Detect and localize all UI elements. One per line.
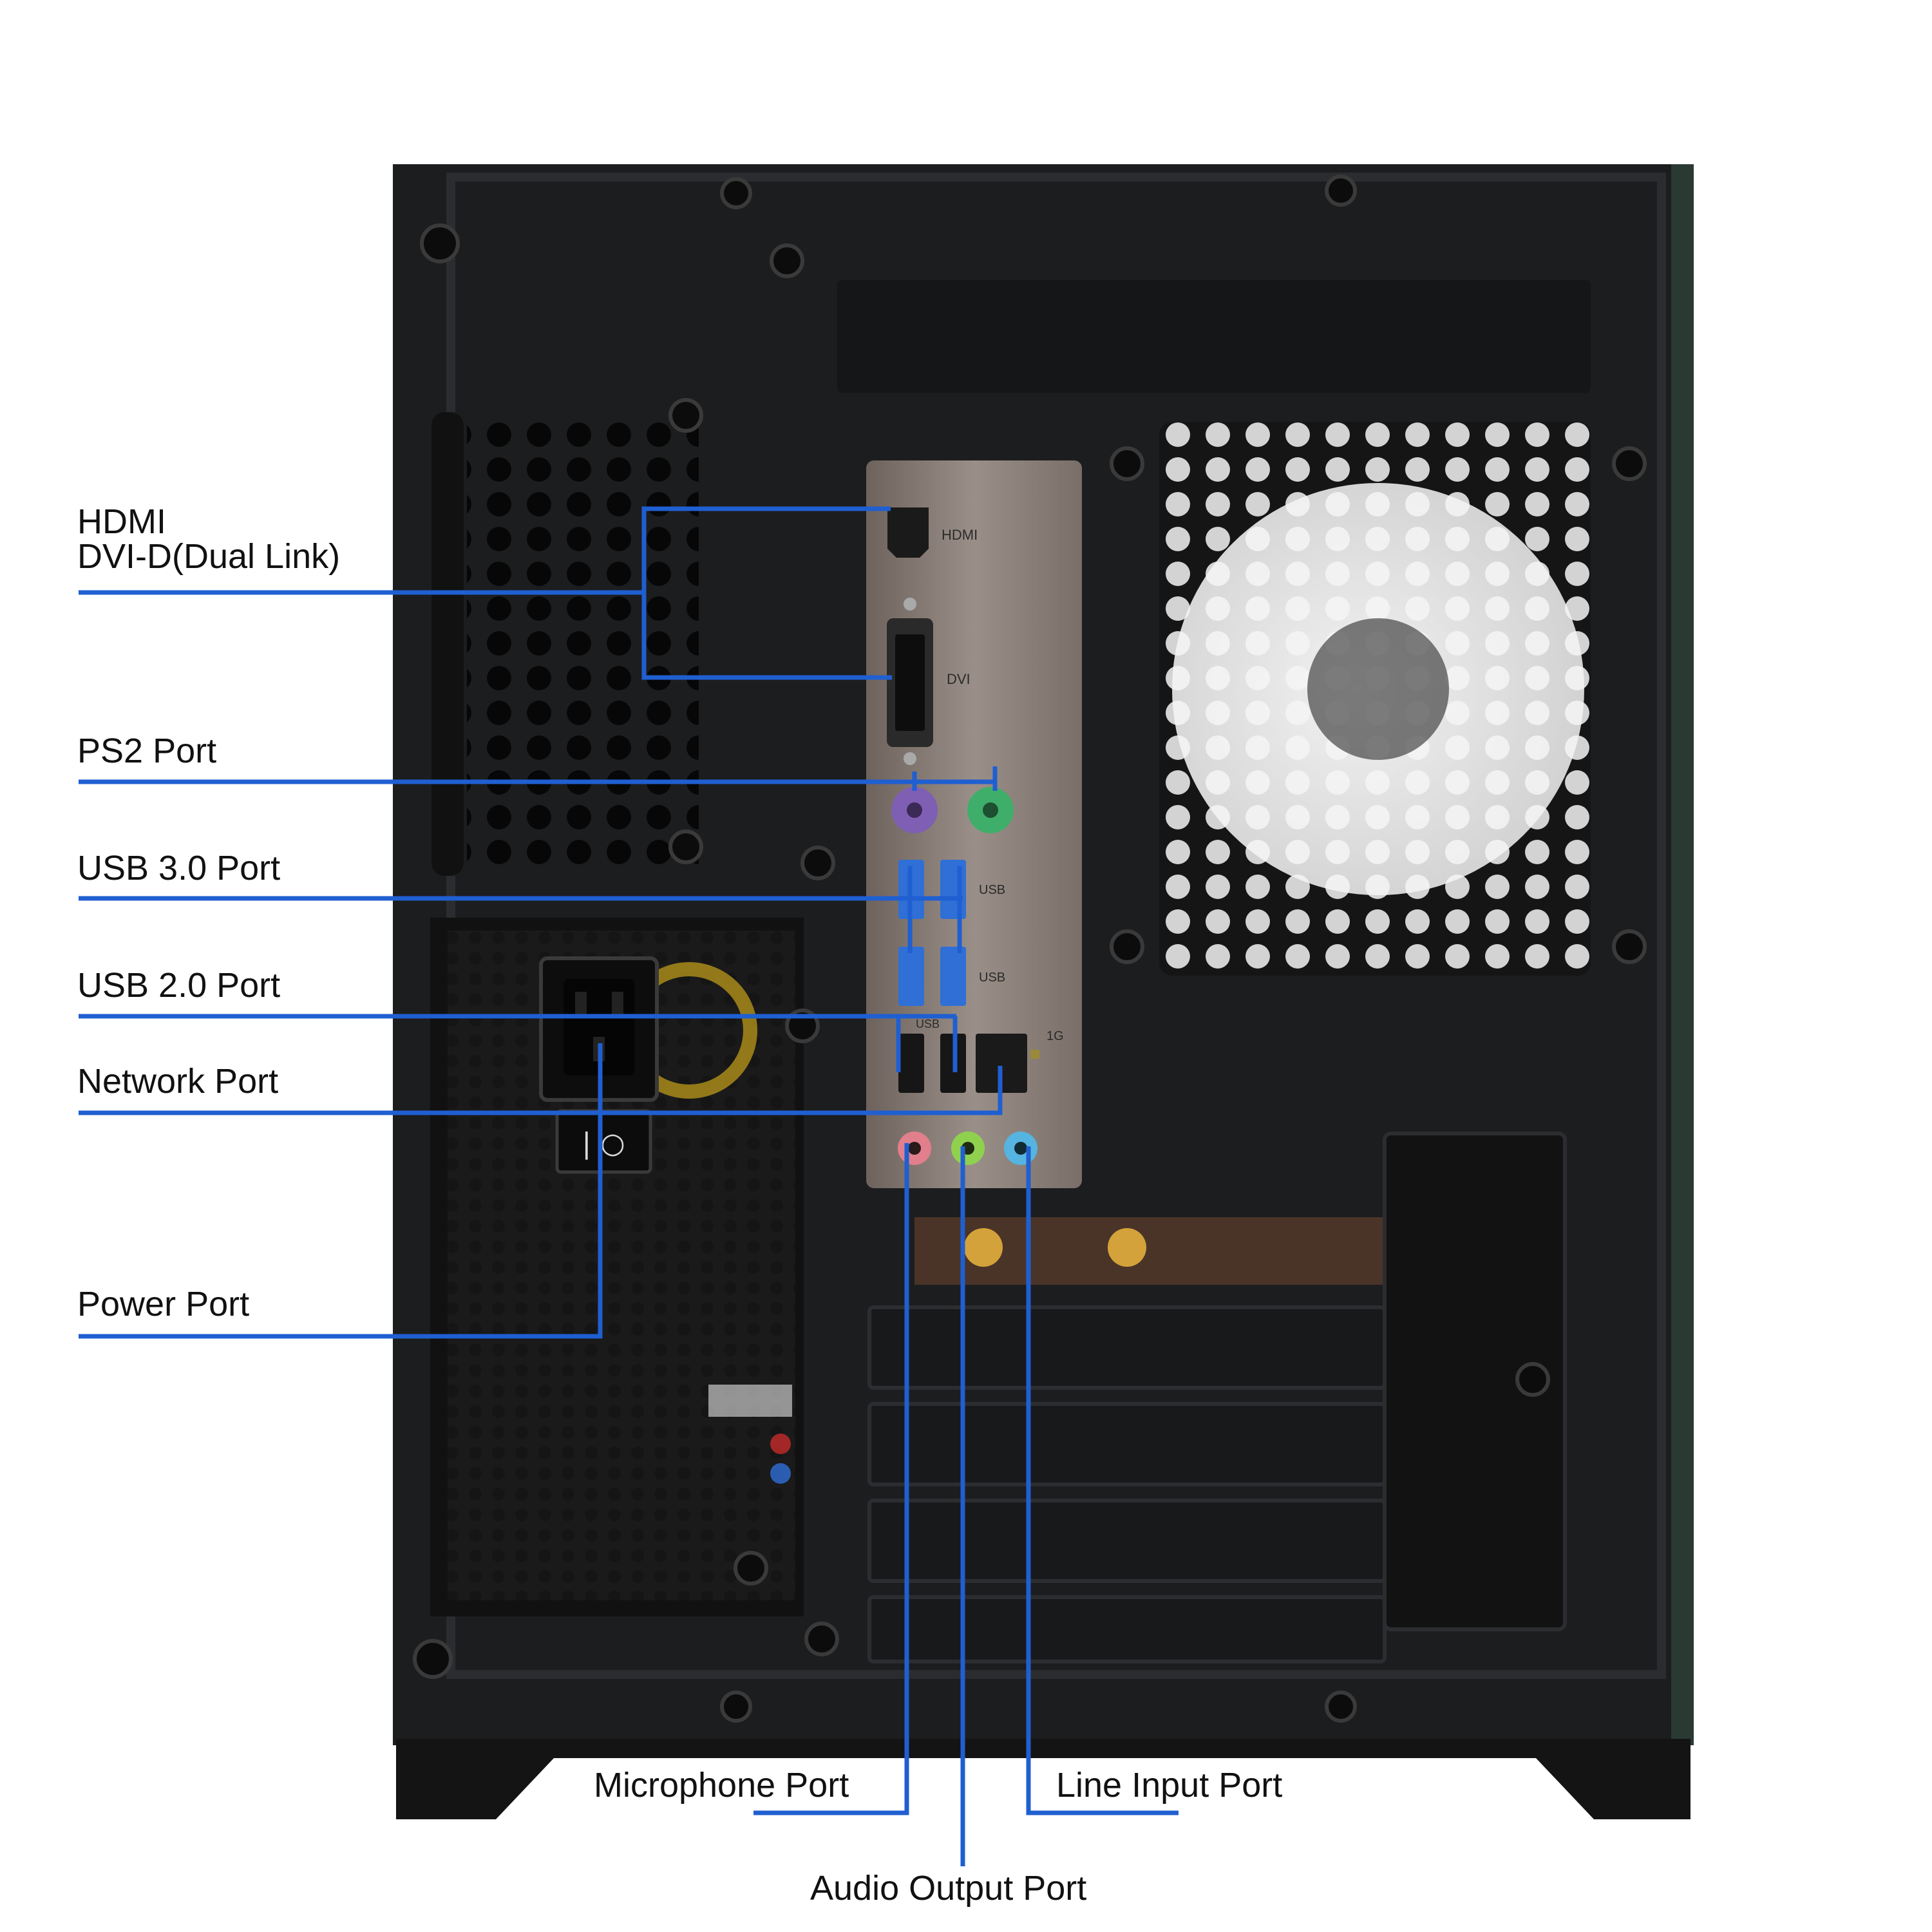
screw-icon [800,846,835,880]
usb2-port-group: USB [898,1018,966,1093]
screw-icon [1612,929,1647,964]
dvi-port: DVI [887,598,971,765]
dvi-screw-top [904,598,916,611]
dvi-port-mark: DVI [947,671,971,687]
screw-icon [804,1622,839,1656]
label-line-input: Line Input Port [1056,1766,1282,1804]
antenna-connector-2 [1108,1228,1146,1267]
labels: HDMI DVI-D(Dual Link) PS2 Port USB 3.0 P… [77,502,1282,1908]
expansion-slots [867,1132,1567,1663]
screw-icon [1612,446,1647,481]
case-foot [396,1739,1690,1819]
screw-icon [720,1690,752,1723]
power-supply: | ○ [430,918,804,1616]
ps2-keyboard-port-center [907,802,922,818]
screws [413,175,1647,1723]
leader-lines [79,506,1179,1866]
fan-hub [1307,618,1449,760]
label-audio-output: Audio Output Port [810,1869,1086,1908]
label-usb2: USB 2.0 Port [77,966,280,1005]
io-shield: HDMI DVI USB USB USB [866,460,1082,1188]
power-socket-pin-1 [575,992,587,1016]
screw-icon [668,829,703,864]
leader-line-microphone [753,1143,909,1815]
label-microphone: Microphone Port [594,1766,849,1804]
usb3-port-3 [898,947,924,1006]
label-power: Power Port [77,1285,249,1323]
slot-cover-4 [867,1595,1387,1663]
hdmi-port-mark: HDMI [942,527,978,543]
label-usb3: USB 3.0 Port [77,849,280,887]
slot-cover-3 [867,1499,1387,1583]
network-port: 1G [976,1029,1064,1093]
hdmi-port: HDMI [887,507,978,558]
screw-icon [734,1551,768,1586]
leader-line-network [79,1066,1003,1115]
psu-blue-accent [770,1463,791,1484]
screw-icon [413,1639,453,1679]
screw-icon [1325,175,1357,207]
label-network: Network Port [77,1062,278,1101]
usb3-port-2 [940,860,966,919]
screw-icon [770,243,804,278]
slot-cover-2 [867,1402,1387,1486]
network-port-body [976,1034,1027,1093]
power-switch-glyphs: | ○ [582,1127,625,1160]
top-slot-cover [837,280,1591,393]
rear-fan [1159,422,1591,976]
screw-icon [420,223,460,263]
ps2-mouse-port-center [983,802,998,818]
leader-line-line-input [1026,1146,1179,1815]
label-ps2: PS2 Port [77,732,216,770]
leader-line-hdmi-dvi [79,506,891,595]
label-hdmi: HDMI [77,502,166,541]
psu-cable-accent [708,1385,792,1417]
psu-red-accent [770,1434,791,1454]
screw-icon [1110,929,1144,964]
psu-left-rail [431,412,464,876]
screw-icon [1325,1690,1357,1723]
screw-icon [1110,446,1144,481]
dvi-screw-bottom [904,752,916,765]
screw-icon [668,398,703,433]
top-left-vent [467,415,699,866]
usb2-mark: USB [916,1018,940,1030]
hdmi-port-body [887,507,929,558]
case-side-edge [1671,164,1694,1745]
screw-icon [1515,1362,1550,1397]
network-port-mark: 1G [1046,1029,1064,1043]
leader-line-power [79,1043,603,1339]
power-socket-pin-2 [612,992,623,1016]
vertical-gpu-bracket [1383,1132,1567,1631]
dvi-port-pins [895,634,925,731]
microphone-jack-center [908,1142,921,1155]
usb3-mark-top: USB [979,883,1005,897]
label-dvi: DVI-D(Dual Link) [77,537,340,576]
usb3-mark-bottom: USB [979,971,1005,985]
vent-holes [467,415,699,866]
line-input-jack-center [1014,1142,1027,1155]
screw-icon [720,177,752,209]
network-port-led [1030,1050,1039,1059]
leader-line-dvi-branch [641,592,892,680]
usb2-port-1 [898,1034,924,1093]
usb3-port-4 [940,947,966,1006]
antenna-connector-1 [964,1228,1003,1267]
slot-cover-1 [867,1305,1387,1390]
